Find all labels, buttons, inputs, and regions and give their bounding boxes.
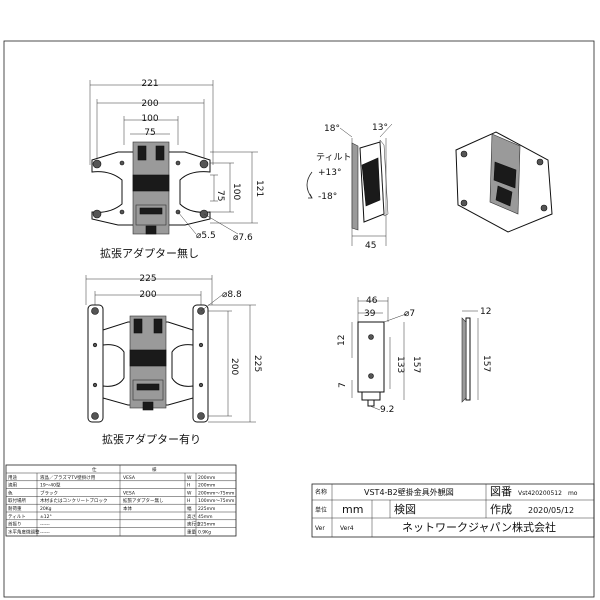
spec-cell: 水平角度微調整 xyxy=(8,528,40,535)
caption-no-adapter: 拡張アダプター無し xyxy=(100,246,199,260)
dim-v100: 100 xyxy=(231,183,241,200)
dim-39: 39 xyxy=(364,309,376,319)
dim-hole-7: ⌀7 xyxy=(404,309,415,319)
title-ver-label: Ver xyxy=(315,525,325,532)
spec-cell: 19〜40型 xyxy=(40,482,61,489)
caption-with-adapter: 拡張アダプター有り xyxy=(102,432,201,446)
spec-cell: ±12° xyxy=(40,514,52,520)
spec-cell: 液晶／プラズマTV壁掛け用 xyxy=(40,474,95,481)
title-created-value: 2020/05/12 xyxy=(528,506,574,515)
title-created-label: 作成 xyxy=(490,503,512,516)
dim-v200b: 200 xyxy=(229,358,239,375)
spec-cell: ティルト xyxy=(8,514,26,520)
front-view-with-adapter: 225 200 200 225 ⌀8.8 xyxy=(85,274,262,446)
dim-v133: 133 xyxy=(395,356,405,373)
spec-cell: 用途 xyxy=(8,474,17,481)
tilt-plus-13: +13° xyxy=(318,168,342,178)
spec-cell: ブラック xyxy=(40,489,58,496)
spec-header-1: 様 xyxy=(152,466,157,473)
tilt-label: ティルト xyxy=(316,152,351,163)
spec-cell: W xyxy=(187,490,192,496)
title-name-value: VST4-B2壁掛金具外観図 xyxy=(364,487,454,497)
spec-cell: VESA xyxy=(123,490,136,496)
spec-cell: 225mm xyxy=(198,522,215,528)
spec-cell: 45mm xyxy=(198,514,213,520)
dim-221: 221 xyxy=(141,79,158,89)
dim-200b: 200 xyxy=(139,290,156,300)
spec-cell: 本体 xyxy=(123,505,132,512)
dim-hole-5-5: ⌀5.5 xyxy=(196,231,216,241)
title-drawing-no-label: 図番 xyxy=(490,485,512,498)
spec-cell: 木材またはコンクリートブロック xyxy=(40,497,108,504)
spec-cell: 200mm〜75mm xyxy=(198,490,234,496)
dim-12-right: 12 xyxy=(480,307,491,317)
spec-cell: 200mm xyxy=(198,475,215,481)
dim-200: 200 xyxy=(141,99,158,109)
dim-45: 45 xyxy=(365,241,376,251)
dim-46: 46 xyxy=(366,296,378,306)
spec-cell: 首振り xyxy=(8,521,22,528)
spec-cell: W xyxy=(187,475,192,481)
side-tilt-view: 45 18° 13° ティルト +13° -18° xyxy=(306,123,393,251)
drawing-border xyxy=(3,40,595,598)
spec-cell: 拡張アダプター無し xyxy=(123,497,164,504)
title-name-label: 名称 xyxy=(315,488,327,496)
bracket-left-view: 46 39 ⌀7 12 133 157 7 9.2 xyxy=(337,296,421,415)
title-ver-value: Ver4 xyxy=(340,525,354,532)
spec-cell: 100mm〜75mm xyxy=(198,498,234,504)
spec-cell: ------ xyxy=(40,523,50,528)
spec-cell: VESA xyxy=(123,475,136,481)
spec-cell: H xyxy=(187,498,190,504)
spec-cell: 耐荷重 xyxy=(8,505,22,512)
angle-18: 18° xyxy=(324,124,340,134)
dim-v7: 7 xyxy=(338,382,348,388)
spec-cell: 重量 xyxy=(187,528,196,535)
dim-v225: 225 xyxy=(252,355,262,372)
dim-v12: 12 xyxy=(337,335,347,346)
dim-9-2: 9.2 xyxy=(380,405,394,415)
spec-cell: 高さ xyxy=(187,513,196,520)
bracket-right-view: 12 157 xyxy=(461,307,491,403)
spec-cell: H xyxy=(187,483,190,489)
spec-cell: ------ xyxy=(40,530,50,535)
spec-header-0: 仕 xyxy=(92,466,97,473)
isometric-view xyxy=(455,131,553,233)
front-view-no-adapter: 221 200 100 75 75 xyxy=(89,79,264,260)
title-check-label: 検図 xyxy=(394,502,416,516)
dim-225: 225 xyxy=(139,274,156,284)
dim-hole-7-6: ⌀7.6 xyxy=(233,233,253,243)
spec-cell: 取付場所 xyxy=(8,497,26,504)
spec-cell: 適用 xyxy=(8,482,17,489)
spec-cell: 20Kg xyxy=(40,506,52,512)
dim-v75: 75 xyxy=(215,190,225,201)
spec-table: 仕 様 用途 液晶／プラズマTV壁掛け用 VESA W 200mm 適用 19〜40型 H 20… xyxy=(5,464,237,537)
title-drawing-no-value: Vst420200512 mo xyxy=(518,490,578,497)
dim-v157-right: 157 xyxy=(481,355,491,372)
dim-v121: 121 xyxy=(254,180,264,197)
spec-cell: 225mm xyxy=(198,506,215,512)
dim-hole-8-8: ⌀8.8 xyxy=(222,290,242,300)
spec-cell: 幅 xyxy=(187,505,192,512)
dim-v157: 157 xyxy=(411,356,421,373)
spec-cell: 0.9Kg xyxy=(198,529,211,535)
spec-cell: 200mm xyxy=(198,483,215,489)
title-unit-value: mm xyxy=(342,503,363,516)
spec-cell: 色 xyxy=(8,489,13,496)
title-unit-label: 単位 xyxy=(315,506,327,514)
angle-13: 13° xyxy=(372,123,388,133)
title-block: 名称 VST4-B2壁掛金具外観図 図番 Vst420200512 mo 単位 … xyxy=(311,483,595,538)
dim-75: 75 xyxy=(144,128,155,138)
tilt-minus-18: -18° xyxy=(318,192,337,202)
title-company: ネットワークジャパン株式会社 xyxy=(402,520,556,534)
dim-100: 100 xyxy=(141,114,158,124)
spec-cell: 奥行き xyxy=(187,521,201,528)
